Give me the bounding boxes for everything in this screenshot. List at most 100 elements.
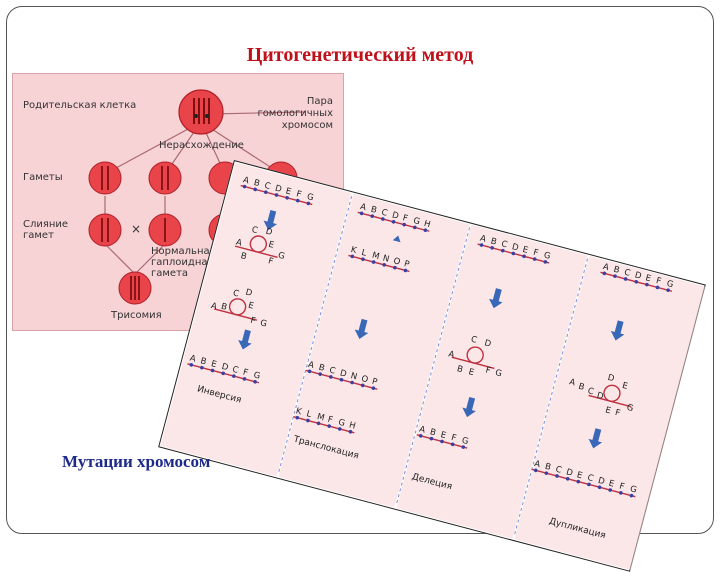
translocation-after1-gene-label: N [349, 371, 358, 382]
translocation-top2-gene-dot [350, 254, 355, 259]
inversion-before-gene-label: D [274, 184, 283, 195]
translocation-top2-gene-label: O [392, 256, 401, 267]
inversion-after-gene-label: G [252, 370, 261, 381]
duplication-arrow-2 [588, 428, 603, 449]
duplication-before-gene-label: G [665, 279, 674, 290]
caption: Мутации хромосом [62, 452, 211, 471]
inversion-loop2-g: G [259, 318, 268, 329]
label-homolog-3: хромосом [281, 120, 333, 131]
duplication-after-gene-dot [565, 477, 570, 481]
translocation-after2-gene-dot [338, 427, 342, 431]
duplication-after-gene-label: F [618, 481, 625, 492]
translocation-top2-gene-label: K [350, 245, 358, 256]
parent-cell [178, 89, 224, 135]
duplication-after-gene-label: G [629, 484, 638, 495]
deletion-loop-g: G [494, 368, 503, 379]
translocation-after1-gene-label: A [307, 360, 315, 371]
translocation-after2-gene-label: M [316, 412, 326, 424]
deletion-after-gene-dot [418, 434, 423, 438]
deletion-after-gene-dot [440, 439, 444, 444]
inversion-after-gene-dot [189, 363, 194, 367]
deletion-loop-a: A [447, 349, 455, 360]
translocation-after1-gene-dot [350, 380, 354, 385]
deletion-loop-c: C [470, 335, 478, 346]
duplication-loop-loop-line [588, 394, 632, 408]
duplication-after-gene-label: D [565, 467, 574, 478]
inversion-before-gene-label: E [284, 186, 292, 197]
duplication-after-gene-label: E [608, 479, 616, 490]
translocation-top2-gene-dot [371, 260, 376, 264]
inversion-before-gene-label: C [263, 181, 271, 192]
translocation-after2-gene-dot [295, 415, 300, 420]
duplication-before-gene-label: A [602, 262, 610, 273]
translocation-after2-gene-label: F [327, 415, 334, 426]
translocation-after1-gene-dot [360, 383, 365, 388]
label-trisomy: Трисомия [111, 310, 162, 321]
duplication-before-gene-dot [623, 277, 628, 281]
translocation-top1-gene-dot [423, 228, 428, 233]
translocation-top1-gene-label: F [401, 213, 408, 224]
label-fusion-1: Слияние [23, 219, 69, 230]
translocation-top2-gene-label: M [371, 251, 381, 263]
translocation-top1-gene-label: G [412, 216, 421, 227]
label-normal-2: гаплоидная [151, 257, 214, 268]
duplication-before-gene-label: D [634, 270, 643, 281]
inversion-loop2-e: E [247, 301, 255, 312]
duplication-after-gene-dot [619, 491, 623, 495]
translocation-after1-gene-dot [318, 372, 322, 376]
deletion-loop-loop-line [451, 356, 495, 370]
duplication-after-gene-label: A [533, 459, 541, 470]
translocation-top2-gene-dot [403, 268, 408, 273]
translocation-plus [392, 235, 401, 243]
inversion-before-gene-dot [274, 193, 279, 197]
inversion-loop-g: G [277, 251, 286, 262]
duplication-after-gene-dot [576, 479, 581, 484]
deletion-before-gene-label: G [543, 250, 552, 261]
deletion-before-gene-dot [511, 251, 516, 256]
translocation-after1-gene-dot [307, 369, 312, 374]
deletion-before-gene-dot [490, 246, 494, 250]
inversion-after-gene-dot [221, 371, 225, 376]
inversion-loop-f: F [267, 256, 274, 267]
deletion-before-gene-dot [522, 254, 526, 259]
duplication-before-gene-label: E [644, 273, 652, 284]
deletion-after-gene-label: B [429, 427, 437, 438]
translocation-top2-gene-label: N [382, 253, 391, 264]
duplication-loop-e: E [621, 381, 629, 392]
label-homolog-pair: Пара [279, 96, 333, 107]
inversion-after-gene-label: E [210, 359, 218, 370]
inversion-loop-d: D [265, 227, 274, 238]
translocation-after2-gene-label: K [295, 406, 303, 417]
translocation-after1-gene-label: D [339, 368, 348, 379]
inversion-before-gene-label: F [295, 189, 302, 200]
inversion-before-gene-label: B [253, 178, 261, 189]
inversion-loop2-loop-line [214, 308, 258, 321]
deletion-loop-d: D [483, 338, 492, 349]
inversion-loop1-loop-line [234, 245, 278, 259]
label-fusion-2: гамет [23, 230, 54, 241]
inversion-loop2-d: D [244, 288, 253, 299]
duplication-before-gene-dot [666, 288, 670, 293]
translocation-top2-gene-dot [361, 257, 365, 262]
inversion-after-gene-dot [231, 374, 236, 378]
translocation-after1-gene-label: C [328, 366, 336, 377]
translocation-after2-gene-label: H [348, 420, 357, 431]
duplication-before-gene-dot [613, 274, 617, 278]
inversion-loop2-f: F [249, 316, 256, 327]
inversion-before-gene-dot [264, 190, 268, 194]
inversion-arrow-1 [263, 209, 278, 231]
deletion-before-gene-label: A [479, 234, 487, 245]
duplication-after-gene-label: E [576, 470, 584, 481]
inversion-after-gene-label: D [221, 362, 230, 373]
duplication-before-gene-dot [602, 271, 607, 276]
duplication-loop-c: C [586, 386, 594, 397]
duplication-before-gene-label: C [623, 268, 631, 279]
translocation-after1-gene-dot [371, 386, 376, 390]
duplication-after-gene-dot [608, 488, 612, 492]
deletion-after-gene-dot [429, 436, 434, 441]
translocation-top1-gene-dot [370, 214, 375, 218]
deletion-before-gene-dot [500, 248, 505, 253]
trisomy-cell [118, 271, 152, 305]
translocation-top1-gene-label: H [423, 219, 432, 230]
